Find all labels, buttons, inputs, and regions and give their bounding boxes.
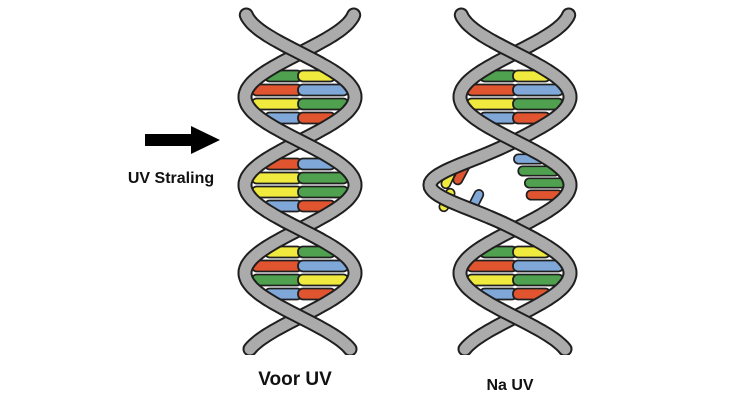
uv-arrow-icon [145, 126, 220, 154]
base-pair-left-half [250, 83, 303, 97]
dna-helix-after-uv [420, 3, 600, 357]
strand-weave-face [472, 205, 551, 252]
broken-base-half [524, 177, 567, 189]
uv-arrow-shape [145, 126, 220, 154]
base-pair-left-half [465, 259, 518, 273]
base-pair-left-half [250, 185, 303, 199]
base-pair-left-half [250, 171, 303, 185]
after-uv-caption: Na UV [486, 377, 534, 394]
base-pair-right-half [512, 83, 565, 97]
strand-face-b [454, 9, 576, 355]
before-uv-caption: Voor UV [258, 369, 332, 390]
base-pair-left-half [465, 273, 518, 287]
base-pair-left-half [250, 273, 303, 287]
base-pair-left-half [250, 97, 303, 111]
strand-face-b [239, 9, 361, 355]
base-pair-right-half [297, 273, 350, 287]
dna-helix-drawing [422, 7, 578, 357]
base-pair-right-half [297, 83, 350, 97]
base-pair-right-half [512, 97, 565, 111]
strand-weave-face [479, 30, 551, 76]
dna-helix-before-uv [205, 3, 385, 357]
base-pair-left-half [465, 97, 518, 111]
base-pair-right-half [297, 259, 350, 273]
uv-radiation-label: UV Straling [127, 170, 215, 187]
base-pair-right-half [512, 259, 565, 273]
base-pair-right-half [297, 97, 350, 111]
strand-weave-face [264, 206, 336, 252]
base-pair-right-half [512, 273, 565, 287]
strand-weave-face [264, 30, 336, 76]
base-pair-left-half [465, 83, 518, 97]
dna-helix-drawing [237, 7, 363, 357]
base-pair-left-half [250, 259, 303, 273]
base-pair-right-half [297, 185, 350, 199]
base-pair-right-half [297, 171, 350, 185]
